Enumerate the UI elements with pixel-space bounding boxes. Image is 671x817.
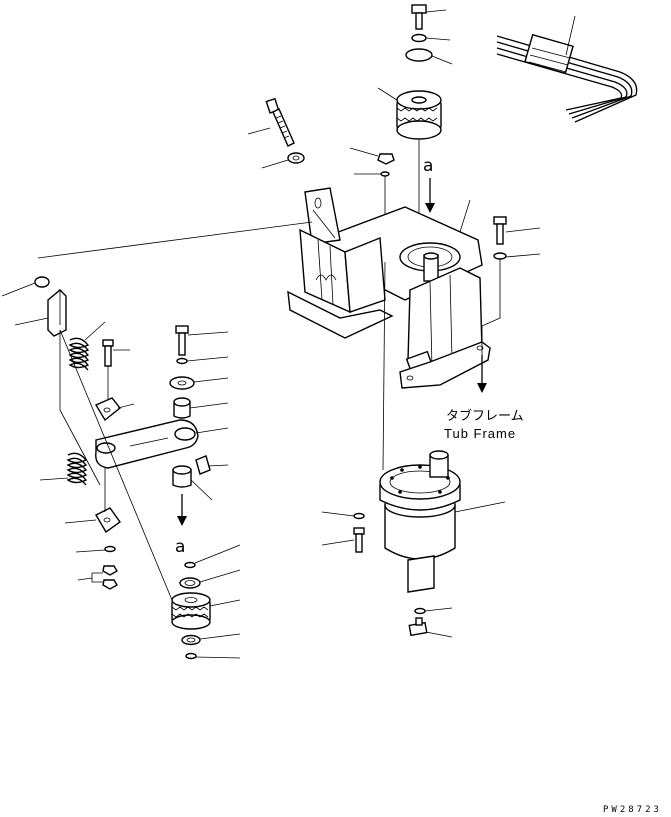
lower-spring: [39, 452, 88, 486]
tub-frame-bracket: [287, 187, 491, 389]
lower-ring-2: [181, 633, 241, 646]
cable-bracket: [14, 289, 67, 337]
long-bolt: [247, 97, 295, 147]
center-bolt: [175, 325, 229, 356]
top-plate: [405, 48, 453, 65]
center-bushing: [173, 397, 229, 419]
lower-view-arrow-label: a: [175, 537, 185, 557]
grease-fitting: [408, 617, 453, 638]
tub-frame-label: タブフレーム Tub Frame: [444, 408, 524, 441]
lower-link: [64, 507, 121, 534]
center-washer-large: [169, 376, 229, 390]
lower-bushing: [172, 465, 213, 501]
upper-view-arrow: a: [423, 156, 435, 213]
frame-nut: [349, 147, 395, 165]
lower-view-arrow: a: [175, 494, 187, 557]
lower-link-washer: [75, 545, 116, 553]
upper-view-arrow-label: a: [423, 156, 433, 176]
motor-bolt: [321, 527, 365, 553]
lower-washer-1: [184, 544, 241, 569]
frame-to-motor-line: [382, 261, 386, 471]
swing-motor: [379, 450, 506, 593]
frame-routing-line: [477, 258, 501, 393]
right-bolt: [493, 216, 541, 245]
lever-arm: [95, 419, 229, 469]
center-washer-small: [176, 356, 229, 365]
long-bolt-washer: [261, 152, 305, 169]
tub-frame-label-jp: タブフレーム: [446, 408, 524, 424]
motor-washer: [321, 511, 365, 520]
lower-washer-2: [185, 652, 241, 660]
top-bolt: [411, 4, 447, 30]
upper-link: [94, 397, 135, 422]
cable-end-nut: [1, 276, 50, 297]
lower-ring: [179, 569, 241, 589]
cable-to-sprocket-line: [59, 329, 173, 601]
cable-bundle: [496, 15, 638, 123]
frame-to-cable-line: [37, 221, 313, 259]
double-nuts: [77, 565, 118, 590]
right-washer: [493, 252, 541, 260]
upper-spring: [68, 321, 106, 371]
drawing-code: PW28723: [603, 805, 662, 815]
upper-link-bolt: [102, 339, 130, 400]
top-washer: [411, 33, 451, 43]
lower-sprocket: [171, 592, 241, 630]
lever-pin: [195, 455, 229, 475]
grease-ring: [414, 607, 453, 615]
upper-sprocket: [377, 87, 442, 140]
tub-frame-label-en: Tub Frame: [444, 426, 516, 441]
